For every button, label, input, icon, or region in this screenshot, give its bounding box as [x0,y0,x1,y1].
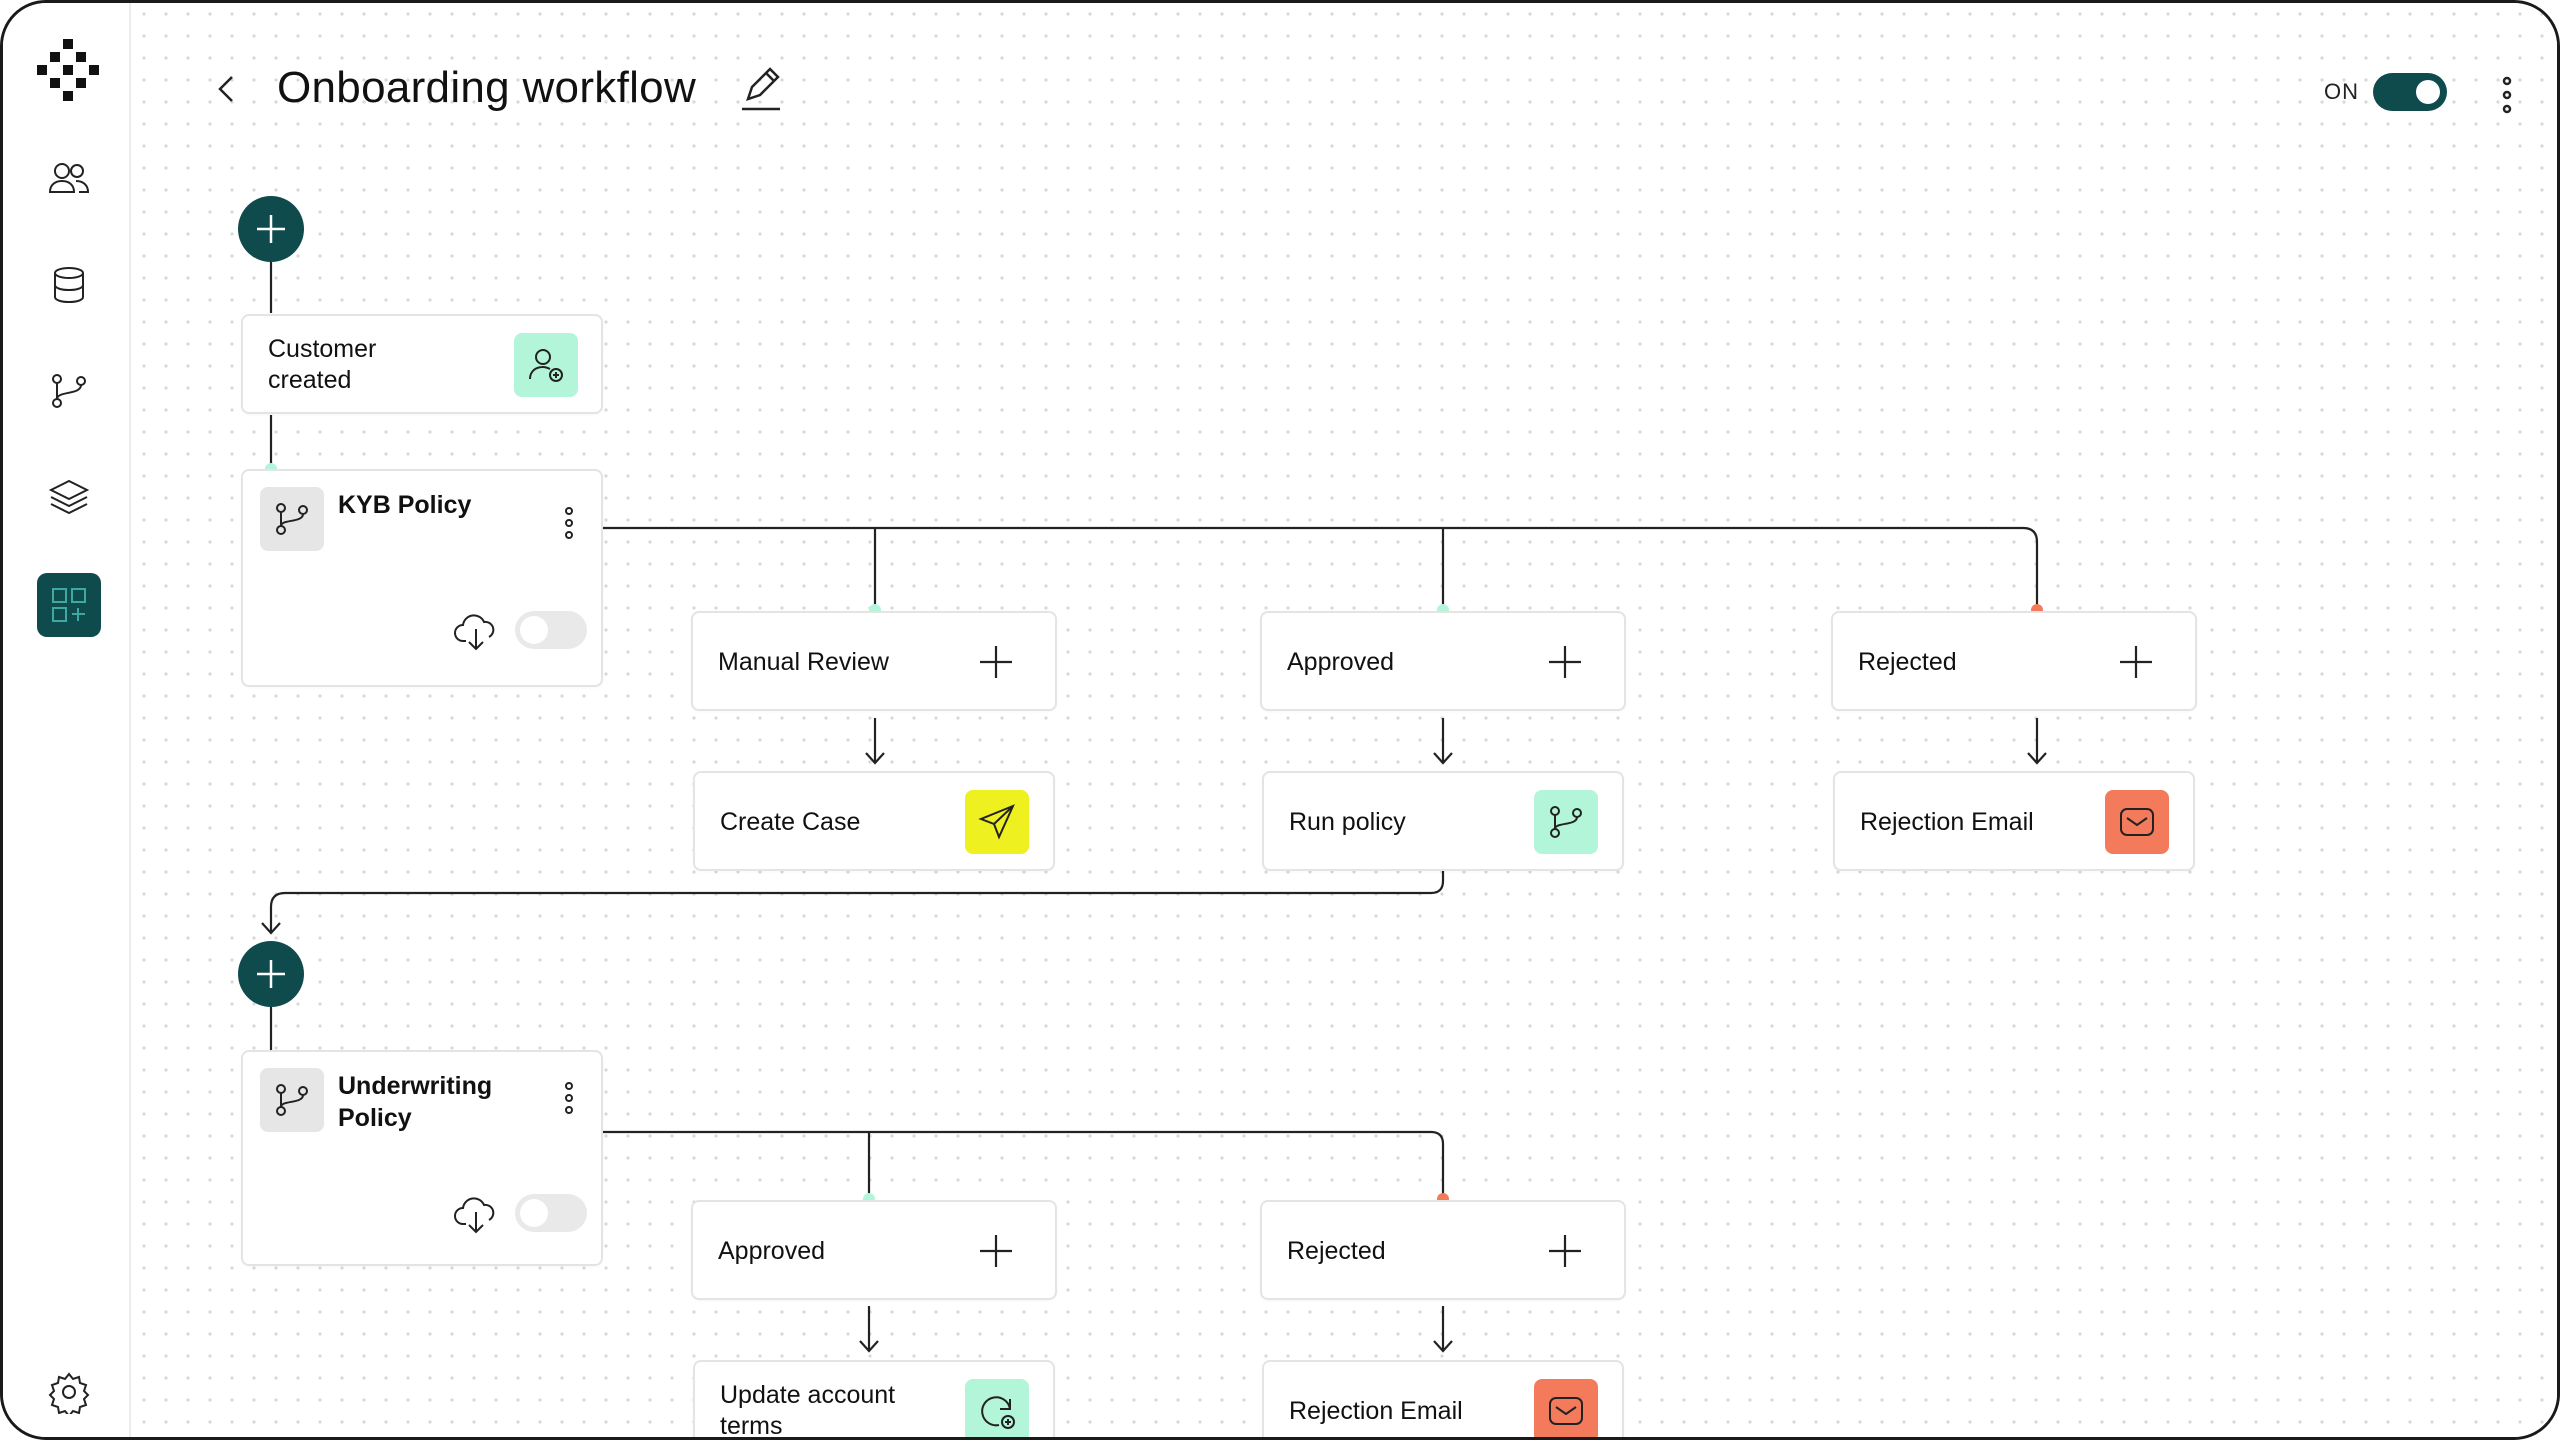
action-label: Rejection Email [1289,1397,1463,1425]
branch-card[interactable]: Rejected [1831,611,2197,711]
policy-title: KYB Policy [338,491,472,519]
more-options-icon[interactable] [2493,73,2521,117]
action-card[interactable]: Update account terms [693,1360,1055,1440]
policy-title-line2: Policy [338,1104,412,1132]
branch-label: Approved [1287,648,1395,676]
plus-icon[interactable] [976,642,1016,682]
add-widget-icon [52,588,86,622]
branch-card[interactable]: Rejected [1260,1200,1626,1300]
trigger-label: Customer created [268,334,376,396]
page-title: Onboarding workflow [277,63,697,112]
workflow-toggle-label: ON [2324,79,2359,104]
back-icon[interactable] [208,71,244,107]
mail-icon [1549,1397,1583,1425]
action-card[interactable]: Run policy [1262,771,1624,871]
sidebar-item-apps[interactable] [37,573,101,637]
policy-icon-tile [260,487,324,551]
action-icon-tile [1534,790,1598,854]
branch-card[interactable]: Approved [691,1200,1057,1300]
sidebar-item-layers[interactable] [37,465,101,529]
policy-title-line1: Underwriting [338,1072,493,1100]
branch-label: Approved [718,1237,826,1265]
branch-icon [276,1084,308,1116]
edit-icon[interactable] [738,63,784,113]
action-label: Create Case [720,808,861,836]
trigger-card[interactable]: Customer created [241,314,603,414]
action-icon-tile [2105,790,2169,854]
sidebar-item-workflows[interactable] [37,359,101,423]
more-options-icon[interactable] [557,503,581,547]
action-label: Rejection Email [1860,808,2034,836]
action-icon-tile [965,790,1029,854]
branch-card[interactable]: Manual Review [691,611,1057,711]
plus-icon[interactable] [2116,642,2156,682]
policy-card[interactable]: Underwriting Policy [241,1050,603,1266]
trigger-icon-tile [514,333,578,397]
policy-title: Underwriting Policy [338,1070,492,1134]
settings-icon [48,1372,90,1414]
sidebar-item-settings[interactable] [37,1360,101,1424]
branch-label: Rejected [1858,648,1957,676]
action-label-line1: Update account [720,1381,896,1409]
refresh-add-icon [981,1396,1015,1429]
plus-icon [257,215,285,243]
sidebar [3,3,131,1437]
more-options-icon[interactable] [557,1078,581,1122]
action-card[interactable]: Rejection Email [1262,1360,1624,1437]
plus-icon [257,960,285,988]
logo-icon [37,39,99,101]
action-label-line2: terms [720,1412,783,1440]
policy-toggle[interactable] [515,1194,587,1232]
toggle-knob [2416,80,2440,104]
policy-icon-tile [260,1068,324,1132]
policy-card[interactable]: KYB Policy [241,469,603,687]
action-label: Run policy [1289,808,1406,836]
user-add-icon [529,349,563,382]
branch-icon [1550,806,1582,838]
mail-icon [2120,808,2154,836]
plus-icon[interactable] [1545,642,1585,682]
action-icon-tile [1534,1379,1598,1437]
plus-icon[interactable] [976,1231,1016,1271]
toggle-knob [520,1199,548,1227]
database-icon [54,267,84,304]
branch-icon [52,374,86,408]
download-cloud-icon[interactable] [453,609,499,655]
download-cloud-icon[interactable] [453,1192,499,1238]
branch-card[interactable]: Approved [1260,611,1626,711]
branch-label: Manual Review [718,648,889,676]
layers-icon [48,479,90,515]
sidebar-item-people[interactable] [37,146,101,210]
action-label: Update account terms [720,1380,896,1440]
action-card[interactable]: Rejection Email [1833,771,2195,871]
workflow-toggle[interactable] [2373,73,2447,111]
trigger-label-line2: created [268,366,352,394]
toggle-knob [520,616,548,644]
add-step-button[interactable] [238,941,304,1007]
branch-label: Rejected [1287,1237,1386,1265]
people-icon [48,163,90,193]
send-icon [978,804,1015,840]
policy-toggle[interactable] [515,611,587,649]
sidebar-item-database[interactable] [37,253,101,317]
add-step-button[interactable] [238,196,304,262]
trigger-label-line1: Customer [268,335,377,363]
action-card[interactable]: Create Case [693,771,1055,871]
action-icon-tile [965,1379,1029,1437]
plus-icon[interactable] [1545,1231,1585,1271]
branch-icon [276,503,308,535]
